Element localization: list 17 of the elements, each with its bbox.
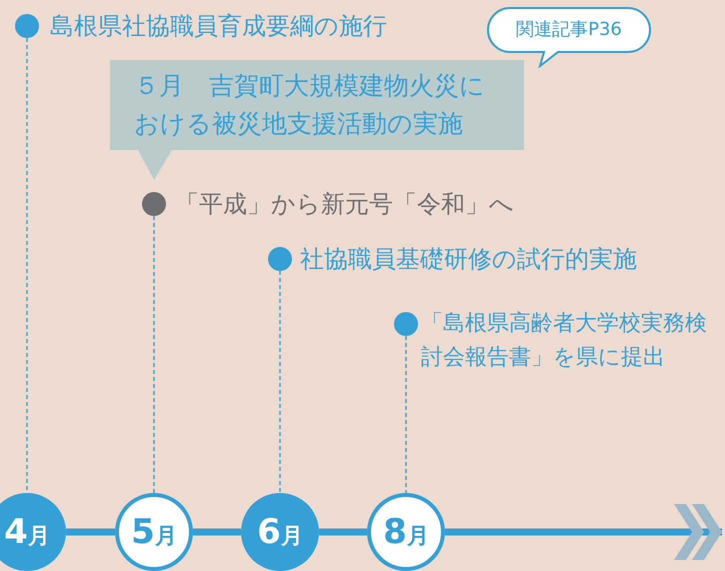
leader-line [153,216,155,493]
leader-line [26,38,28,493]
speech-bubble: 関連記事P36 [486,6,652,68]
month-circle: 6月 [241,493,319,571]
month-circle: 8月 [367,493,445,571]
month-circle: 4月 [0,493,66,571]
event-text: 「島根県高齢者大学校実務検討会報告書」を県に提出 [421,310,708,372]
callout-box: ５月 吉賀町大規模建物火災における被災地支援活動の実施 [110,60,524,182]
leader-line [279,271,281,493]
event-text: 社協職員基礎研修の試行的実施 [300,244,638,275]
event-text: 「平成」から新元号「令和」へ [175,189,515,220]
leader-line [405,336,407,493]
timeline-line [66,528,115,536]
timeline-line [319,528,367,536]
event-text: 島根県社協職員育成要綱の施行 [50,11,388,42]
timeline-line [193,528,241,536]
month-circle: 5月 [115,493,193,571]
